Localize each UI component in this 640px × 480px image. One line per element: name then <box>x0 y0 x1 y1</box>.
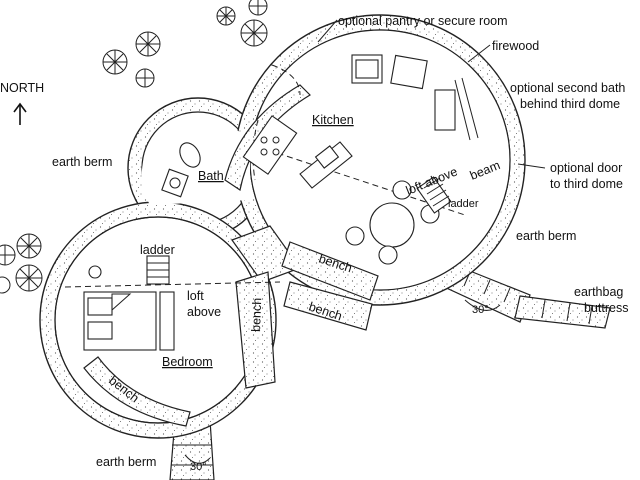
buttress-label-1: earthbag <box>574 285 623 299</box>
tree-icon <box>16 233 42 259</box>
bedroom-label: Bedroom <box>162 355 213 369</box>
tree-icon <box>0 276 11 294</box>
ladder-main <box>416 176 452 214</box>
tree-icon <box>248 0 268 16</box>
loft-above-bedroom-label-1: loft <box>187 289 204 303</box>
bath-label: Bath <box>198 169 224 183</box>
tree-icon <box>135 68 155 88</box>
kitchen-label: Kitchen <box>312 113 354 127</box>
loft-above-bedroom-label-2: above <box>187 305 221 319</box>
second-bath-label-1: optional second bath <box>510 81 625 95</box>
second-bath-label-2: behind third dome <box>520 97 620 111</box>
earth-berm-left-label: earth berm <box>52 155 112 169</box>
bench-label-3: bench <box>249 298 264 333</box>
tree-icon <box>0 244 16 266</box>
optional-door-label-1: optional door <box>550 161 622 175</box>
north-label: NORTH <box>0 81 44 95</box>
ladder-bedroom <box>146 255 170 285</box>
ladder-main-label: ladder <box>448 198 479 210</box>
buttress-label-2: buttress <box>584 301 628 315</box>
firewood-label: firewood <box>492 39 539 53</box>
pantry-shelves <box>351 54 479 141</box>
tree-icon <box>240 19 268 47</box>
tree-icon <box>135 31 161 57</box>
tree-icon <box>216 6 236 26</box>
pantry-label: optional pantry or secure room <box>338 14 508 28</box>
angle-right-label: 30° <box>472 304 489 316</box>
trees <box>0 0 268 294</box>
bed <box>83 291 175 351</box>
bedroom-stool <box>88 265 102 279</box>
arrow-up-icon <box>13 102 27 125</box>
bath-fixtures <box>161 142 201 198</box>
optional-door-label-2: to third dome <box>550 177 623 191</box>
angle-bottom-label: 30° <box>190 461 207 473</box>
earth-berm-right-label: earth berm <box>516 229 576 243</box>
kitchen-counter <box>242 115 353 189</box>
earth-berm-bottom-label: earth berm <box>96 455 156 469</box>
tree-icon <box>15 264 43 292</box>
ladder-bedroom-label: ladder <box>140 243 175 257</box>
tree-icon <box>102 49 128 75</box>
